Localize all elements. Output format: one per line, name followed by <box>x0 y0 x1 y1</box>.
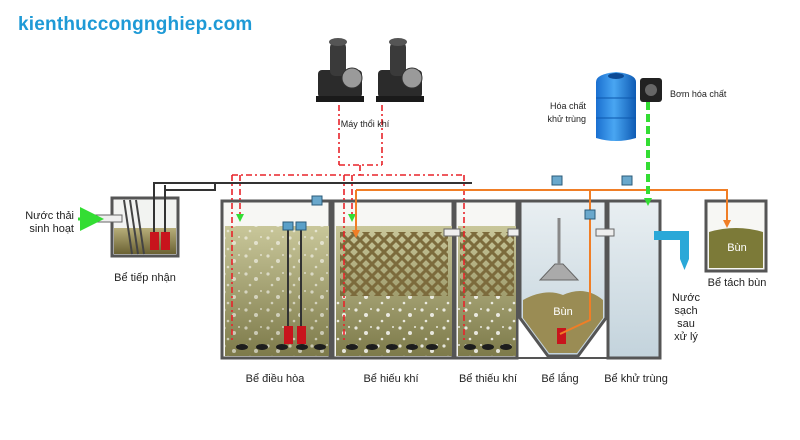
anoxic-tank <box>453 199 519 360</box>
pump-icon <box>557 328 566 344</box>
equalization-tank <box>220 199 332 360</box>
transfer-pipe <box>153 182 472 185</box>
settling-tank-label: Bể lắng <box>541 373 579 385</box>
arrow-icon <box>236 214 356 222</box>
inlet-pipe <box>78 207 123 231</box>
brand-title: kienthuccongnghiep.com <box>18 14 253 35</box>
settling-tank <box>518 199 608 358</box>
receiving-tank-label: Bể tiếp nhận <box>114 272 176 284</box>
chemical-label: Hóa chất khử trùng <box>547 101 586 124</box>
anoxic-tank-label: Bể thiếu khí <box>458 373 518 385</box>
air-line <box>231 105 465 340</box>
disinfection-tank-label: Bể khử trùng <box>604 373 668 385</box>
sludge-tank <box>704 199 768 273</box>
disinfection-tank <box>595 199 662 360</box>
overflow-pipe <box>443 228 461 237</box>
clean-water-label: Nước sạch sau xử lý <box>671 292 701 343</box>
inlet-label: Nước thải sinh hoạt <box>25 210 74 235</box>
blower-icon <box>316 38 364 102</box>
return-line <box>355 189 728 335</box>
pump-icon <box>161 232 170 250</box>
receiving-tank <box>110 185 180 258</box>
pump-icon <box>297 326 306 344</box>
blower-icon <box>376 38 424 102</box>
pump-icon <box>150 232 159 250</box>
sludge-tank-label: Bể tách bùn <box>707 277 767 289</box>
sludge-label-storage: Bùn <box>727 242 747 254</box>
aerobic-tank <box>331 199 455 360</box>
blower-label: Máy thổi khí <box>340 119 390 129</box>
effluent-pipe <box>654 231 689 270</box>
dosing-pump-icon <box>640 78 662 102</box>
distribution-cone <box>538 263 580 281</box>
pump-icon <box>284 326 293 344</box>
chemical-pump-label: Bơm hóa chất <box>670 89 727 99</box>
aerobic-tank-label: Bể hiếu khí <box>363 373 419 385</box>
valve-icon <box>311 175 633 220</box>
equalization-tank-label: Bể điều hòa <box>245 373 305 385</box>
sludge-label-settling: Bùn <box>553 306 573 318</box>
valve-icon <box>282 221 307 231</box>
chemical-tank-icon <box>596 72 636 141</box>
